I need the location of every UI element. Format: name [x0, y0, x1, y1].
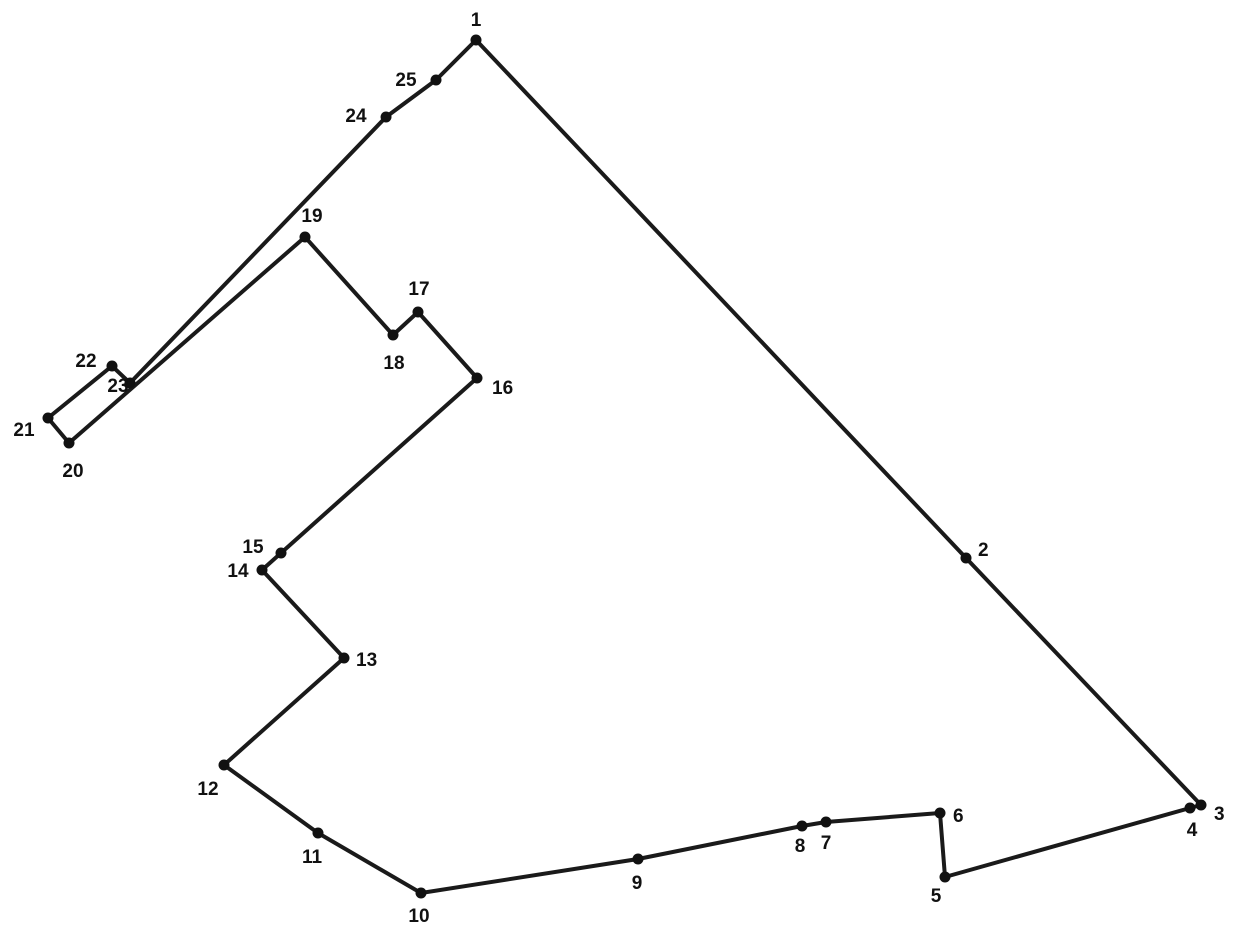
vertex-labels: 1234567891011121314151617181920212223242…	[13, 10, 1224, 927]
vertex-13	[338, 652, 350, 664]
vertex-17	[412, 306, 424, 318]
edge-2-3	[964, 556, 1203, 807]
edge-8-9	[636, 824, 804, 861]
vertex-8	[796, 820, 808, 832]
vertex-label-25: 25	[395, 70, 417, 91]
edge-10-11	[316, 831, 423, 895]
vertex-label-5: 5	[931, 886, 942, 907]
edge-9-10	[419, 857, 640, 895]
vertex-label-4: 4	[1187, 820, 1198, 841]
vertex-label-6: 6	[953, 806, 964, 827]
vertex-21	[42, 412, 54, 424]
vertex-label-14: 14	[227, 561, 249, 582]
edge-4-5	[943, 806, 1192, 879]
vertex-18	[387, 329, 399, 341]
vertex-5	[939, 871, 951, 883]
vertex-3	[1195, 799, 1207, 811]
vertex-23	[124, 377, 136, 389]
edge-21-22	[46, 364, 114, 420]
vertex-20	[63, 437, 75, 449]
vertex-label-24: 24	[345, 106, 367, 127]
vertex-11	[312, 827, 324, 839]
vertex-25	[430, 74, 442, 86]
vertex-label-19: 19	[301, 206, 322, 227]
vertex-label-17: 17	[408, 279, 429, 300]
edge-19-20	[67, 235, 307, 445]
vertex-label-1: 1	[471, 10, 482, 31]
vertex-14	[256, 564, 268, 576]
edge-24-25	[384, 78, 438, 119]
vertex-label-18: 18	[383, 353, 404, 374]
vertex-24	[380, 111, 392, 123]
vertex-12	[218, 759, 230, 771]
vertex-15	[275, 547, 287, 559]
edge-23-24	[128, 115, 388, 385]
vertex-label-12: 12	[197, 779, 218, 800]
edge-11-12	[222, 763, 320, 835]
vertex-label-22: 22	[75, 351, 96, 372]
vertex-label-23: 23	[107, 376, 128, 397]
edge-5-6	[938, 811, 947, 879]
edge-1-2	[474, 38, 968, 560]
vertex-label-9: 9	[632, 873, 643, 894]
vertex-points	[42, 34, 1207, 899]
edge-13-14	[260, 568, 346, 660]
edge-16-17	[416, 310, 479, 380]
vertex-label-16: 16	[492, 378, 513, 399]
vertex-label-8: 8	[795, 836, 806, 857]
vertex-label-10: 10	[408, 906, 429, 927]
vertex-label-3: 3	[1214, 804, 1225, 825]
vertex-label-13: 13	[356, 650, 377, 671]
edge-12-13	[222, 656, 346, 767]
vertex-6	[934, 807, 946, 819]
vertex-22	[106, 360, 118, 372]
edge-17-18	[391, 310, 420, 337]
vertex-label-11: 11	[302, 847, 323, 868]
edge-25-1	[434, 38, 478, 82]
vertex-19	[299, 231, 311, 243]
vertex-2	[960, 552, 972, 564]
vertex-label-7: 7	[821, 833, 832, 854]
vertex-label-20: 20	[62, 461, 83, 482]
edge-15-16	[279, 376, 479, 555]
vertex-4	[1184, 802, 1196, 814]
edge-6-7	[824, 811, 942, 824]
vertex-9	[632, 853, 644, 865]
vertex-label-15: 15	[242, 537, 264, 558]
vertex-1	[470, 34, 482, 46]
edge-18-19	[303, 235, 395, 337]
vertex-7	[820, 816, 832, 828]
vertex-10	[415, 887, 427, 899]
vertex-label-21: 21	[13, 420, 35, 441]
vertex-16	[471, 372, 483, 384]
vertex-label-2: 2	[978, 540, 989, 561]
